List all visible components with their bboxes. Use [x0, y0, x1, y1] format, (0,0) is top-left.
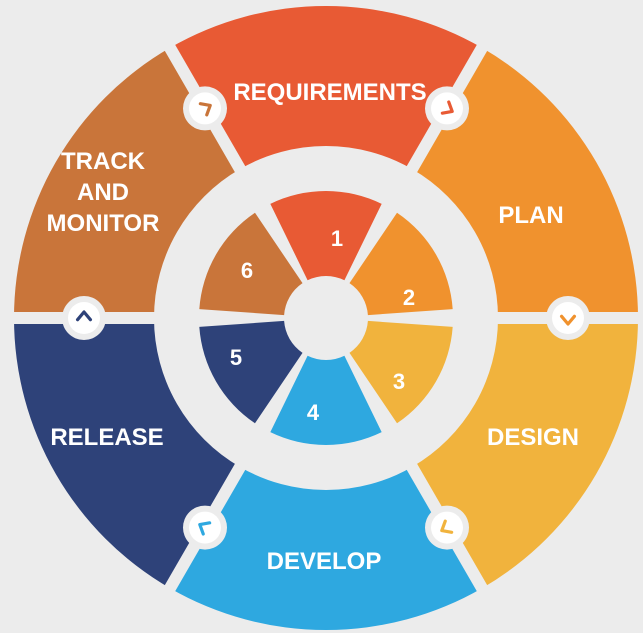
- outer-segment-5: RELEASE: [14, 318, 240, 589]
- inner-segment-number: 6: [241, 258, 253, 283]
- chevron-down-right-icon: [425, 86, 469, 131]
- outer-ring: REQUIREMENTS PLAN DESIGN DEVELOP RELEASE TRAC…: [10, 5, 642, 631]
- inner-segment-3: 3: [349, 320, 453, 424]
- outer-segment-label: TRACK: [61, 148, 146, 175]
- chevron-up-right-icon: [183, 86, 227, 131]
- inner-segment-shape: [349, 320, 453, 424]
- inner-segment-shape: [349, 212, 453, 316]
- inner-segment-number: 3: [393, 369, 405, 394]
- outer-segment-4: DEVELOP: [170, 466, 482, 631]
- outer-segment-shape: [412, 318, 638, 589]
- center-hub: [286, 278, 366, 358]
- outer-segment-label: RELEASE: [50, 424, 163, 451]
- inner-segment-number: 2: [403, 285, 415, 310]
- chevron-stroke: [198, 102, 212, 117]
- inner-ring: 1 2 3 4 5 6: [187, 179, 465, 457]
- outer-segment-1: REQUIREMENTS: [170, 5, 482, 170]
- outer-segment-label: MONITOR: [47, 210, 160, 237]
- inner-segment-shape: [270, 355, 382, 445]
- connector-inner: [189, 92, 221, 125]
- outer-segment-label: AND: [77, 179, 129, 206]
- outer-segment-label: DESIGN: [487, 424, 579, 451]
- inner-segment-5: 5: [199, 320, 303, 424]
- connector-inner: [431, 511, 463, 544]
- outer-segment-label: DEVELOP: [267, 548, 382, 575]
- chevron-up-icon: [62, 296, 106, 340]
- chevron-stroke: [75, 310, 93, 322]
- inner-segment-shape: [199, 320, 303, 424]
- outer-segment-shape: [170, 466, 482, 631]
- outer-segment-6: TRACK AND MONITOR: [14, 47, 240, 318]
- outer-segment-label: PLAN: [498, 202, 563, 229]
- chevron-stroke: [198, 521, 212, 536]
- outer-segment-shape: [14, 318, 240, 589]
- outer-segment-shape: [170, 5, 482, 170]
- inner-segment-2: 2: [349, 212, 453, 316]
- inner-segment-shape: [270, 191, 382, 281]
- inner-segment-number: 5: [230, 345, 242, 370]
- connector-inner: [552, 302, 584, 334]
- chevron-stroke: [440, 100, 454, 115]
- inner-segment-4: 4: [270, 355, 382, 445]
- inner-segment-shape: [199, 212, 303, 316]
- inner-segment-number: 1: [331, 226, 343, 251]
- inner-segment-1: 1: [270, 191, 382, 281]
- connector-inner: [431, 92, 463, 125]
- outer-segment-shape: [412, 47, 638, 318]
- connector-inner: [68, 302, 100, 334]
- chevron-stroke: [559, 314, 577, 326]
- chevron-up-left-icon: [183, 505, 227, 550]
- outer-segment-shape: [14, 47, 240, 318]
- inner-segment-number: 4: [307, 400, 320, 425]
- outer-segment-2: PLAN: [412, 47, 638, 318]
- chevron-down-left-icon: [425, 505, 469, 550]
- chevron-down-icon: [546, 296, 590, 340]
- chevron-stroke: [440, 519, 454, 534]
- connector-inner: [189, 511, 221, 544]
- outer-segment-label: REQUIREMENTS: [233, 79, 426, 106]
- outer-segment-3: DESIGN: [412, 318, 638, 589]
- inner-segment-6: 6: [199, 212, 303, 316]
- connectors: [62, 86, 590, 550]
